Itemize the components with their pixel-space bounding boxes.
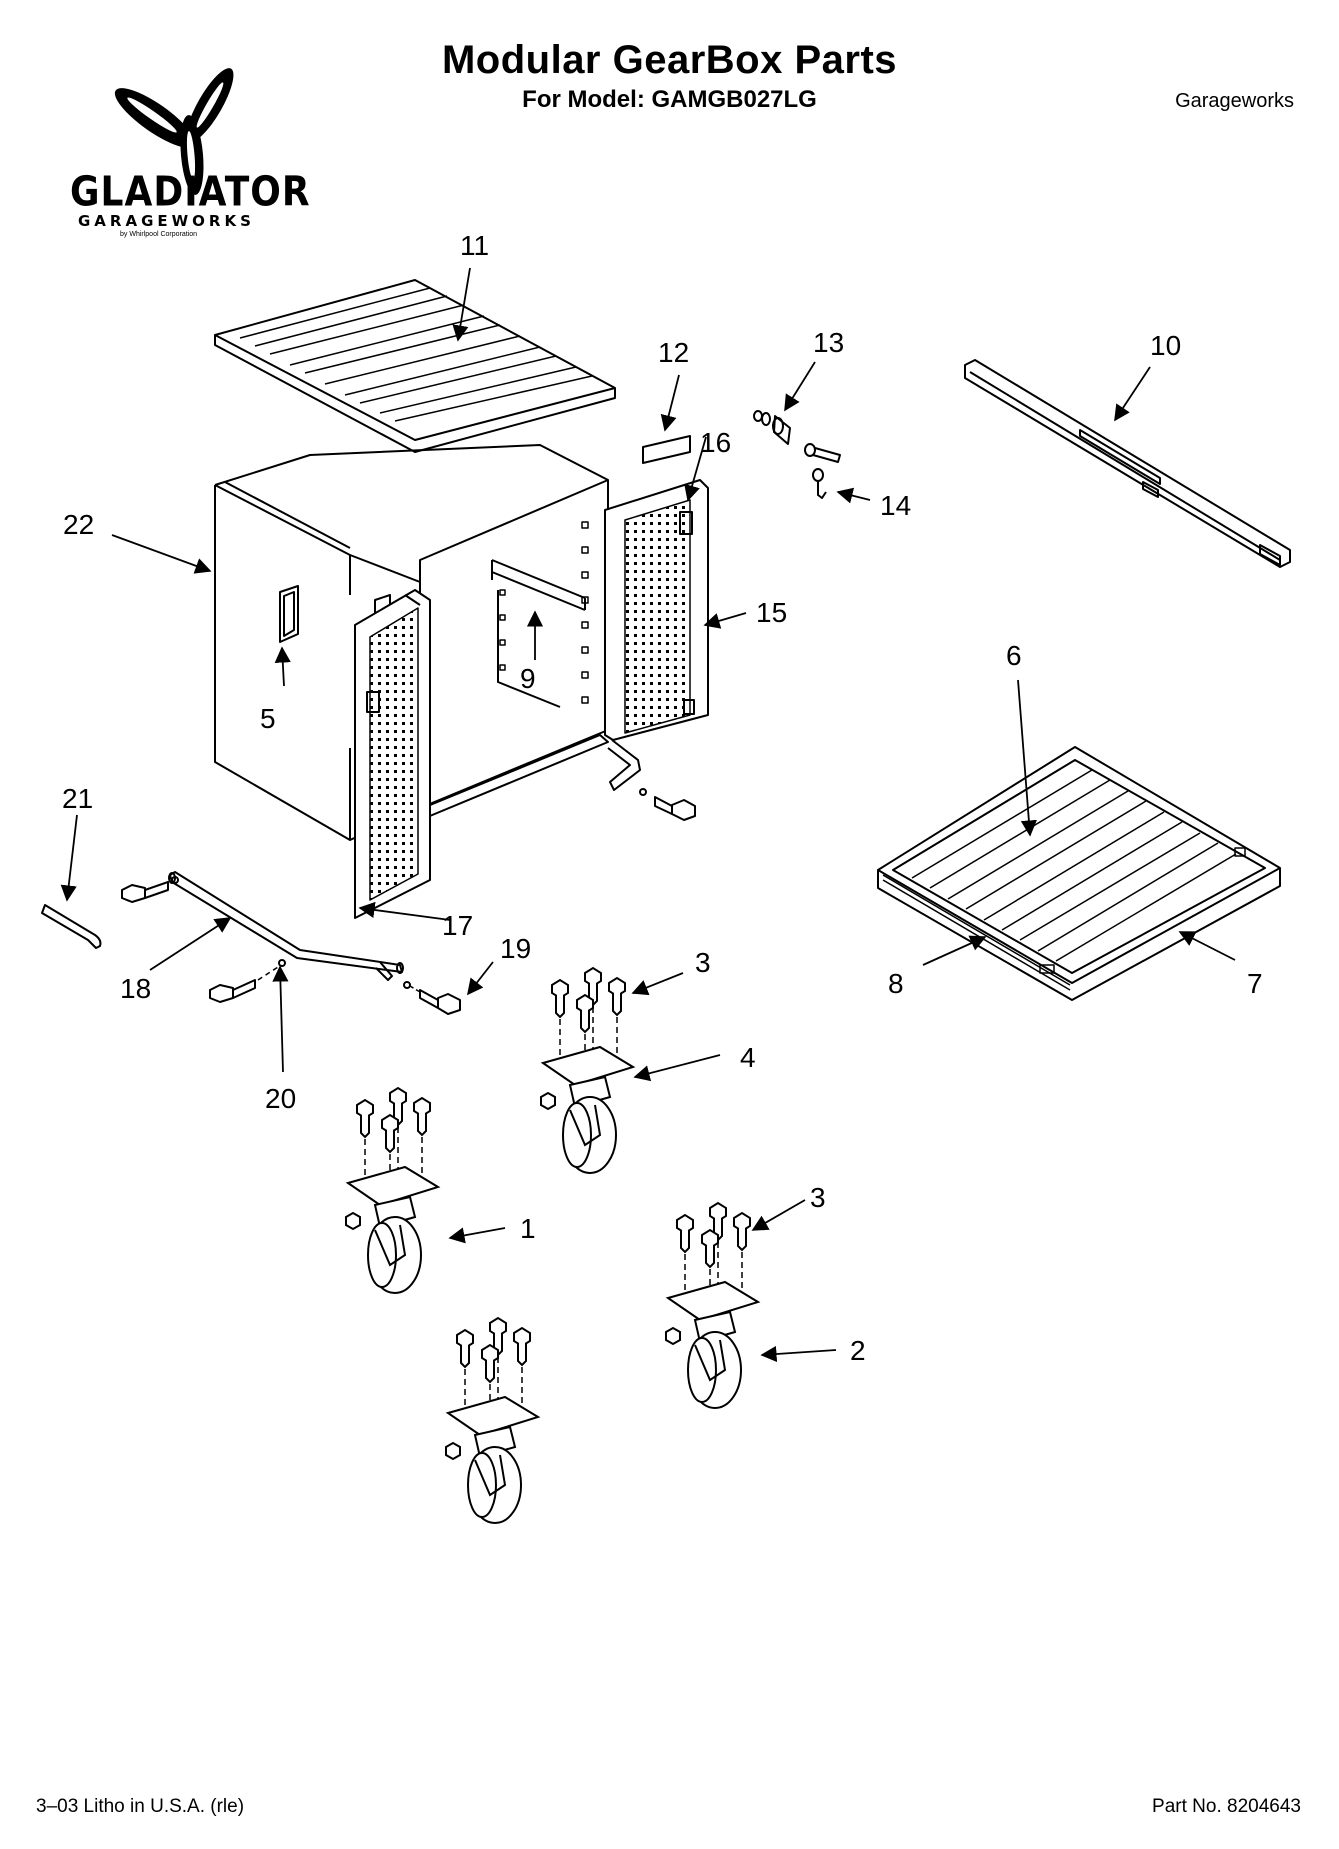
callout-4: 4	[740, 1042, 756, 1073]
caster-assembly-part	[540, 966, 636, 1174]
bolt-part	[209, 959, 286, 1003]
logo-wordmark: GLADIATOR	[70, 168, 311, 217]
left-door-part	[354, 589, 431, 919]
callout-14: 14	[880, 490, 911, 521]
callout-7: 7	[1247, 968, 1263, 999]
callout-1: 1	[520, 1213, 536, 1244]
litho-note: 3–03 Litho in U.S.A. (rle)	[36, 1796, 245, 1817]
caster-assembly-part	[665, 1201, 761, 1409]
drawer-slide-part	[964, 359, 1291, 568]
callout-15: 15	[756, 597, 787, 628]
bolt-part	[403, 981, 461, 1015]
hinge-screw-part	[639, 788, 696, 821]
lock-cylinder-part	[753, 410, 791, 445]
gladiator-logo-icon	[114, 68, 234, 195]
callout-5: 5	[260, 703, 276, 734]
hex-key-part	[41, 904, 102, 949]
bolt-part	[121, 876, 179, 903]
callout-16: 16	[700, 427, 731, 458]
right-door-part	[604, 479, 709, 791]
callout-18: 18	[120, 973, 151, 1004]
model-subtitle: For Model: GAMGB027LG	[522, 86, 817, 113]
caster-assembly-part	[445, 1316, 541, 1524]
callout-17: 17	[442, 910, 473, 941]
callout-19: 19	[500, 933, 531, 964]
logo-subword: GARAGEWORKS	[78, 212, 255, 230]
callout-20: 20	[265, 1083, 296, 1114]
callout-9: 9	[520, 663, 536, 694]
brand-label: Garageworks	[1175, 90, 1294, 112]
keys-part	[804, 443, 841, 499]
callout-2: 2	[850, 1335, 866, 1366]
caster-assembly-part	[345, 1086, 441, 1294]
callout-6: 6	[1006, 640, 1022, 671]
callout-3: 3	[695, 947, 711, 978]
part-number: Part No. 8204643	[1152, 1796, 1301, 1817]
handle-bar-part	[168, 871, 404, 981]
callout-3: 3	[810, 1182, 826, 1213]
page-title: Modular GearBox Parts	[441, 38, 898, 82]
callout-8: 8	[888, 968, 904, 999]
callout-22: 22	[63, 509, 94, 540]
worktop-panel-part	[214, 279, 616, 453]
callout-12: 12	[658, 337, 689, 368]
callout-10: 10	[1150, 330, 1181, 361]
callout-11: 11	[460, 230, 489, 261]
label-plate-part	[642, 435, 691, 464]
callout-21: 21	[62, 783, 93, 814]
logo-tagline: by Whirlpool Corporation	[120, 231, 198, 238]
callout-13: 13	[813, 327, 844, 358]
drawer-tray-part	[877, 746, 1281, 1001]
